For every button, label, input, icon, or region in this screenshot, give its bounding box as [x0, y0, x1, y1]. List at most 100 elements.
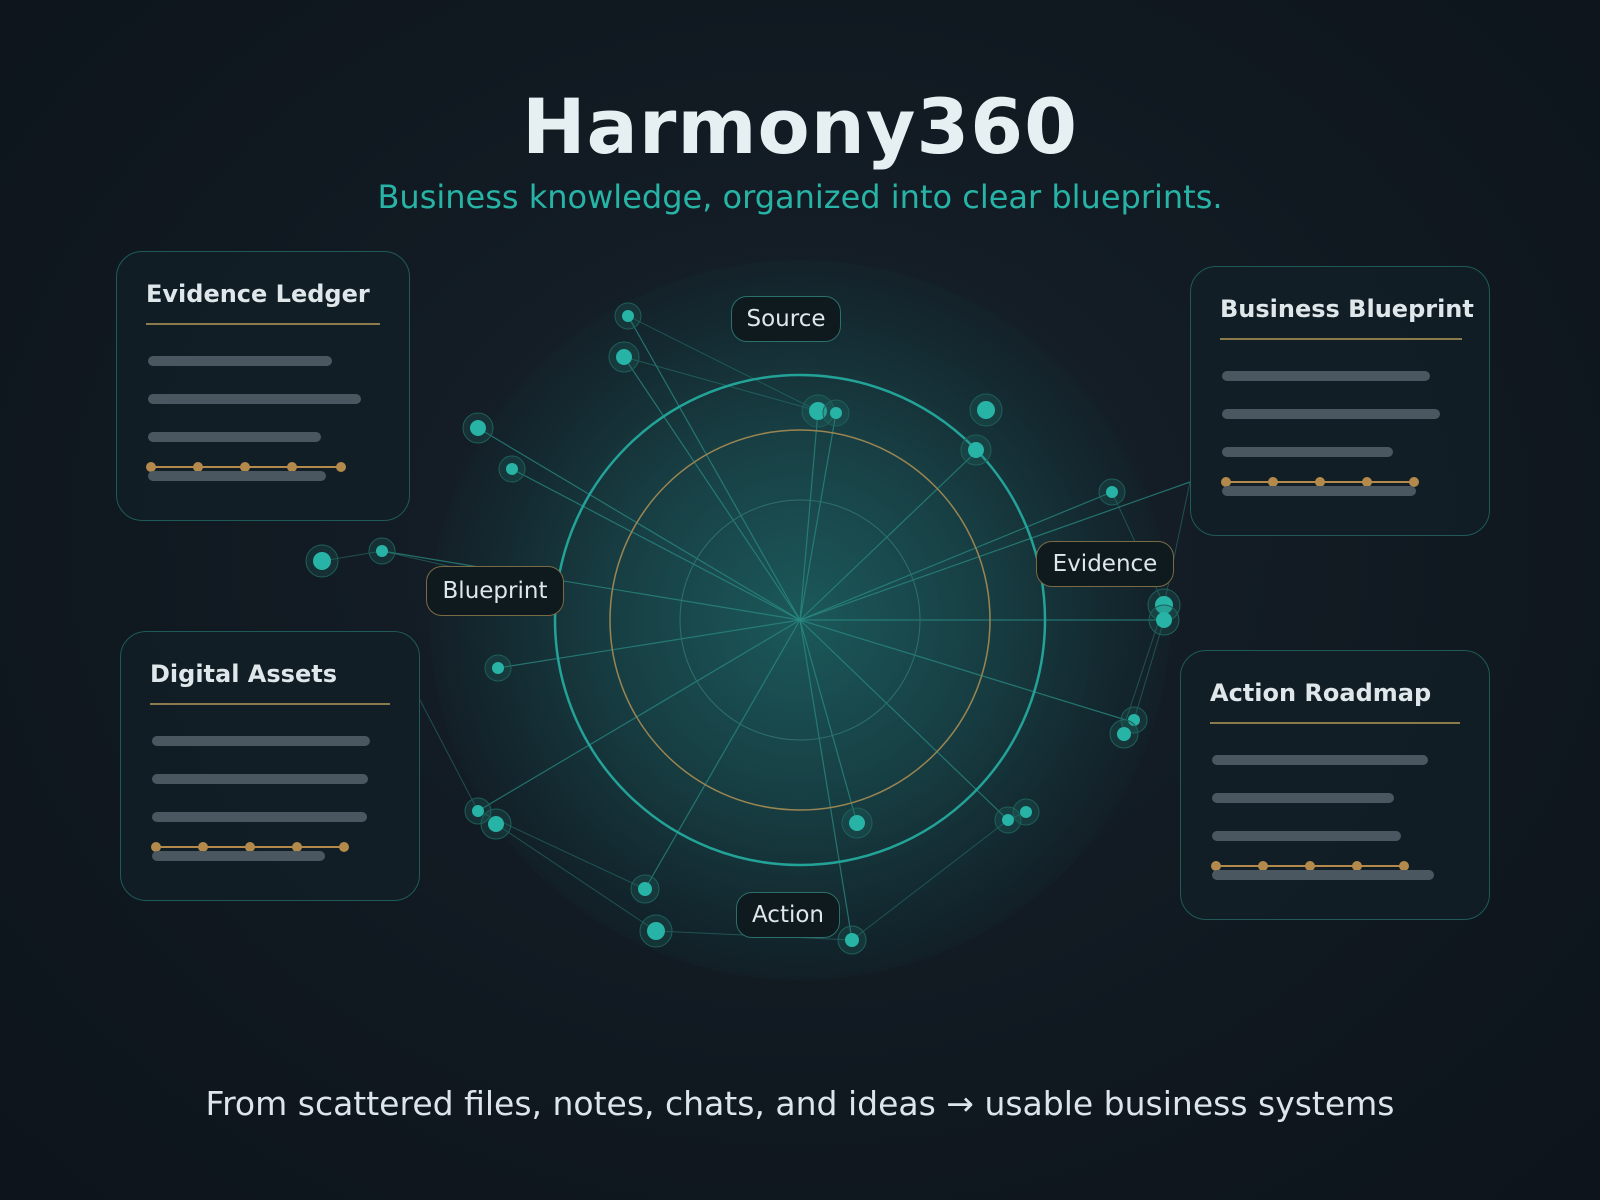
page-title: Harmony360: [521, 82, 1079, 171]
timeline-dot: [198, 842, 208, 852]
card-business-blueprint[interactable]: Business Blueprint: [1190, 266, 1490, 536]
network-node: [1002, 814, 1014, 826]
placeholder-line: [148, 356, 332, 366]
card-divider: [1220, 338, 1462, 340]
network-node: [830, 407, 842, 419]
hub-label-source[interactable]: Source: [731, 296, 841, 342]
placeholder-line: [1222, 409, 1440, 419]
placeholder-line: [148, 432, 321, 442]
inner-ring: [679, 499, 921, 741]
network-spoke: [799, 412, 837, 621]
hub-label-evidence-text: Evidence: [1052, 551, 1158, 577]
middle-ring: [609, 429, 991, 811]
network-node: [488, 816, 504, 832]
network-link: [627, 315, 819, 412]
network-spoke: [477, 427, 801, 621]
placeholder-line: [148, 471, 326, 481]
network-node: [1117, 727, 1131, 741]
network-spoke: [799, 619, 1127, 721]
timeline-dot: [336, 462, 346, 472]
timeline-dot: [1221, 477, 1231, 487]
timeline-dot: [287, 462, 297, 472]
timeline-dot: [1258, 861, 1268, 871]
timeline-dot: [1362, 477, 1372, 487]
timeline-dot: [1305, 861, 1315, 871]
timeline-dot: [339, 842, 349, 852]
timeline-dot: [240, 462, 250, 472]
network-node: [616, 349, 632, 365]
network-spoke: [644, 619, 801, 890]
placeholder-line: [152, 736, 370, 746]
network-node: [492, 662, 504, 674]
network-node: [1020, 806, 1032, 818]
network-link: [623, 356, 819, 412]
network-link: [419, 699, 479, 812]
timeline: [1211, 861, 1409, 871]
placeholder-line: [1222, 371, 1430, 381]
card-digital-assets[interactable]: Digital Assets: [120, 631, 420, 901]
timeline-dot: [1315, 477, 1325, 487]
network-node: [376, 545, 388, 557]
network-link: [1133, 619, 1165, 721]
hub-label-blueprint-text: Blueprint: [442, 578, 548, 604]
card-evidence-ledger[interactable]: Evidence Ledger: [116, 251, 410, 521]
placeholder-line: [152, 851, 325, 861]
network-node: [638, 882, 652, 896]
network-node: [472, 805, 484, 817]
network-link: [851, 819, 1009, 941]
network-link: [477, 810, 646, 890]
timeline-dot: [1409, 477, 1419, 487]
card-divider: [146, 323, 380, 325]
timeline-dot: [193, 462, 203, 472]
placeholder-line: [1212, 755, 1428, 765]
network-spoke: [799, 410, 819, 621]
network-spoke: [497, 619, 801, 669]
network-link: [495, 823, 657, 932]
network-node: [977, 401, 995, 419]
timeline-dot: [245, 842, 255, 852]
page-subtitle: Business knowledge, organized into clear…: [377, 178, 1223, 216]
card-evidence-ledger-title: Evidence Ledger: [146, 280, 370, 308]
network-node: [622, 310, 634, 322]
network-link: [1163, 481, 1191, 606]
outer-ring: [553, 373, 1047, 867]
hub-label-action[interactable]: Action: [736, 892, 840, 938]
card-divider: [150, 703, 390, 705]
network-spoke: [799, 481, 1191, 621]
placeholder-line: [148, 394, 361, 404]
placeholder-line: [1222, 447, 1393, 457]
timeline-dot: [1211, 861, 1221, 871]
timeline-dot: [146, 462, 156, 472]
placeholder-line: [152, 774, 368, 784]
hub-label-source-text: Source: [746, 306, 826, 332]
placeholder-line: [152, 812, 367, 822]
hub-label-evidence[interactable]: Evidence: [1036, 541, 1174, 587]
network-spoke: [799, 491, 1113, 621]
timeline: [1221, 477, 1419, 487]
network-node: [1106, 486, 1118, 498]
network-spoke: [477, 619, 801, 812]
placeholder-line: [1212, 793, 1394, 803]
network-spoke: [511, 468, 801, 621]
network-node: [647, 922, 665, 940]
network-node: [849, 815, 865, 831]
timeline: [151, 842, 349, 852]
network-spoke: [381, 550, 801, 621]
network-node: [470, 420, 486, 436]
card-action-roadmap[interactable]: Action Roadmap: [1180, 650, 1490, 920]
network-spoke: [623, 356, 801, 621]
network-node: [506, 463, 518, 475]
page-footer-tagline: From scattered files, notes, chats, and …: [205, 1084, 1395, 1123]
network-node: [809, 402, 827, 420]
placeholder-line: [1212, 831, 1401, 841]
network-node: [313, 552, 331, 570]
network-link: [321, 550, 383, 562]
network-spoke: [799, 449, 979, 621]
card-digital-assets-title: Digital Assets: [150, 660, 337, 688]
hub-label-blueprint[interactable]: Blueprint: [426, 566, 564, 616]
timeline-dot: [292, 842, 302, 852]
card-business-blueprint-title: Business Blueprint: [1220, 295, 1474, 323]
card-action-roadmap-title: Action Roadmap: [1210, 679, 1432, 707]
timeline-dot: [1352, 861, 1362, 871]
